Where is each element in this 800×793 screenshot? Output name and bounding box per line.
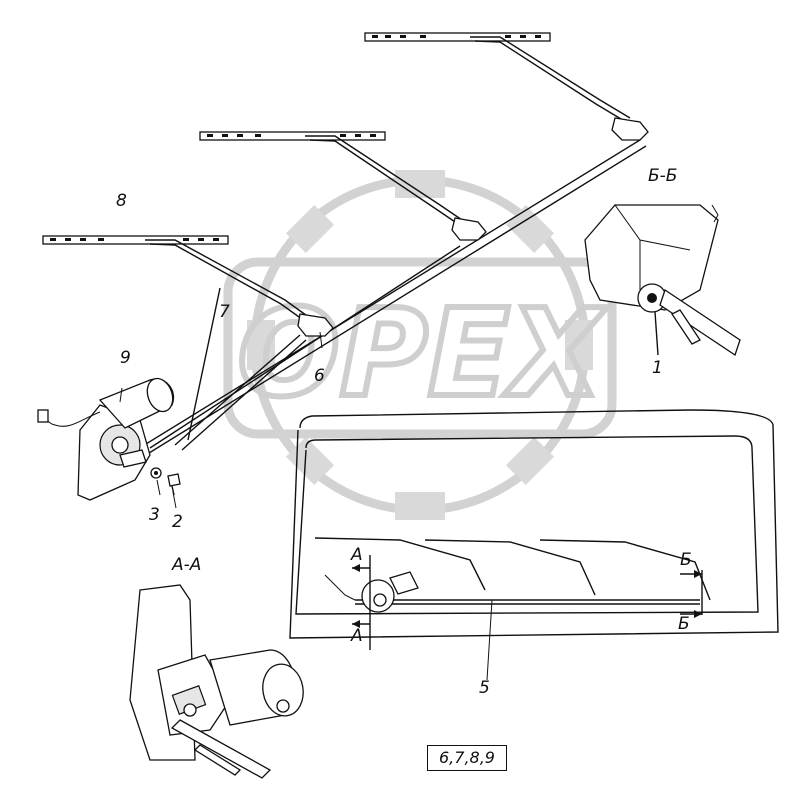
watermark-text: OPEX bbox=[238, 285, 608, 424]
washer bbox=[150, 467, 162, 479]
link-rod bbox=[174, 287, 307, 451]
label-part-9: 9 bbox=[120, 348, 131, 368]
label-part-5: 5 bbox=[479, 678, 490, 698]
label-cut-a-top: А bbox=[351, 545, 363, 565]
drive-rod bbox=[119, 139, 647, 467]
label-part-8: 8 bbox=[116, 191, 127, 211]
wiper-blade-1 bbox=[364, 32, 631, 123]
label-part-2: 2 bbox=[172, 512, 183, 532]
label-part-1: 1 bbox=[652, 358, 663, 378]
wiper-blade-3 bbox=[42, 235, 334, 337]
label-section-bb: Б-Б bbox=[648, 166, 678, 186]
leader-lines bbox=[119, 331, 493, 681]
watermark: OPEX bbox=[223, 170, 617, 520]
label-part-group: 6,7,8,9 bbox=[427, 745, 507, 771]
windscreen-frame bbox=[289, 409, 779, 639]
label-cut-b-bottom: Б bbox=[678, 614, 690, 634]
label-part-7: 7 bbox=[219, 302, 230, 322]
wiper-motor bbox=[37, 377, 175, 501]
detail-bb bbox=[584, 204, 741, 357]
label-cut-a-bottom: А bbox=[351, 626, 363, 646]
windscreen-wipers bbox=[314, 537, 711, 650]
section-arrows bbox=[352, 564, 702, 628]
wiper-arm-1 bbox=[611, 117, 649, 141]
label-part-6: 6 bbox=[314, 366, 325, 386]
bolt bbox=[167, 473, 181, 496]
detail-aa bbox=[129, 584, 304, 779]
label-cut-b-top: Б bbox=[680, 550, 692, 570]
wiper-blade-2 bbox=[199, 131, 487, 241]
label-section-aa: А-А bbox=[172, 555, 202, 575]
label-part-3: 3 bbox=[149, 505, 160, 525]
